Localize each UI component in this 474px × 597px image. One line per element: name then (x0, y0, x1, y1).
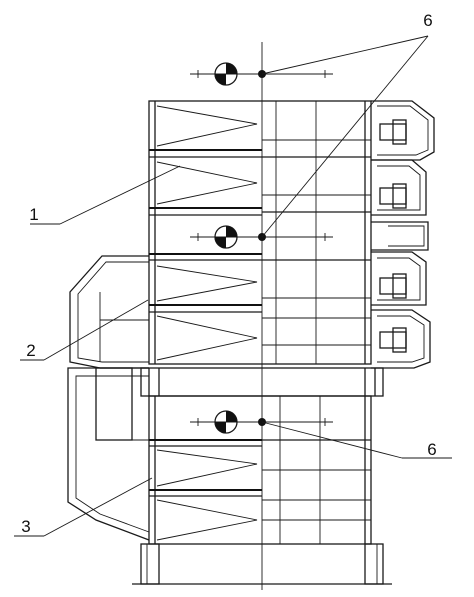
right-duct-assembly (371, 100, 435, 369)
callout-3: 3 (21, 517, 30, 536)
callout-6-top: 6 (423, 11, 432, 30)
callout-2: 2 (26, 341, 35, 360)
module-1 (148, 100, 372, 365)
module-3 (148, 395, 372, 545)
support-legs (132, 543, 392, 585)
callout-1: 1 (29, 205, 38, 224)
top-fan-symbol (190, 62, 333, 86)
left-duct-assembly (67, 255, 150, 541)
leader-lines (14, 35, 452, 537)
callout-6-bottom: 6 (427, 440, 436, 459)
